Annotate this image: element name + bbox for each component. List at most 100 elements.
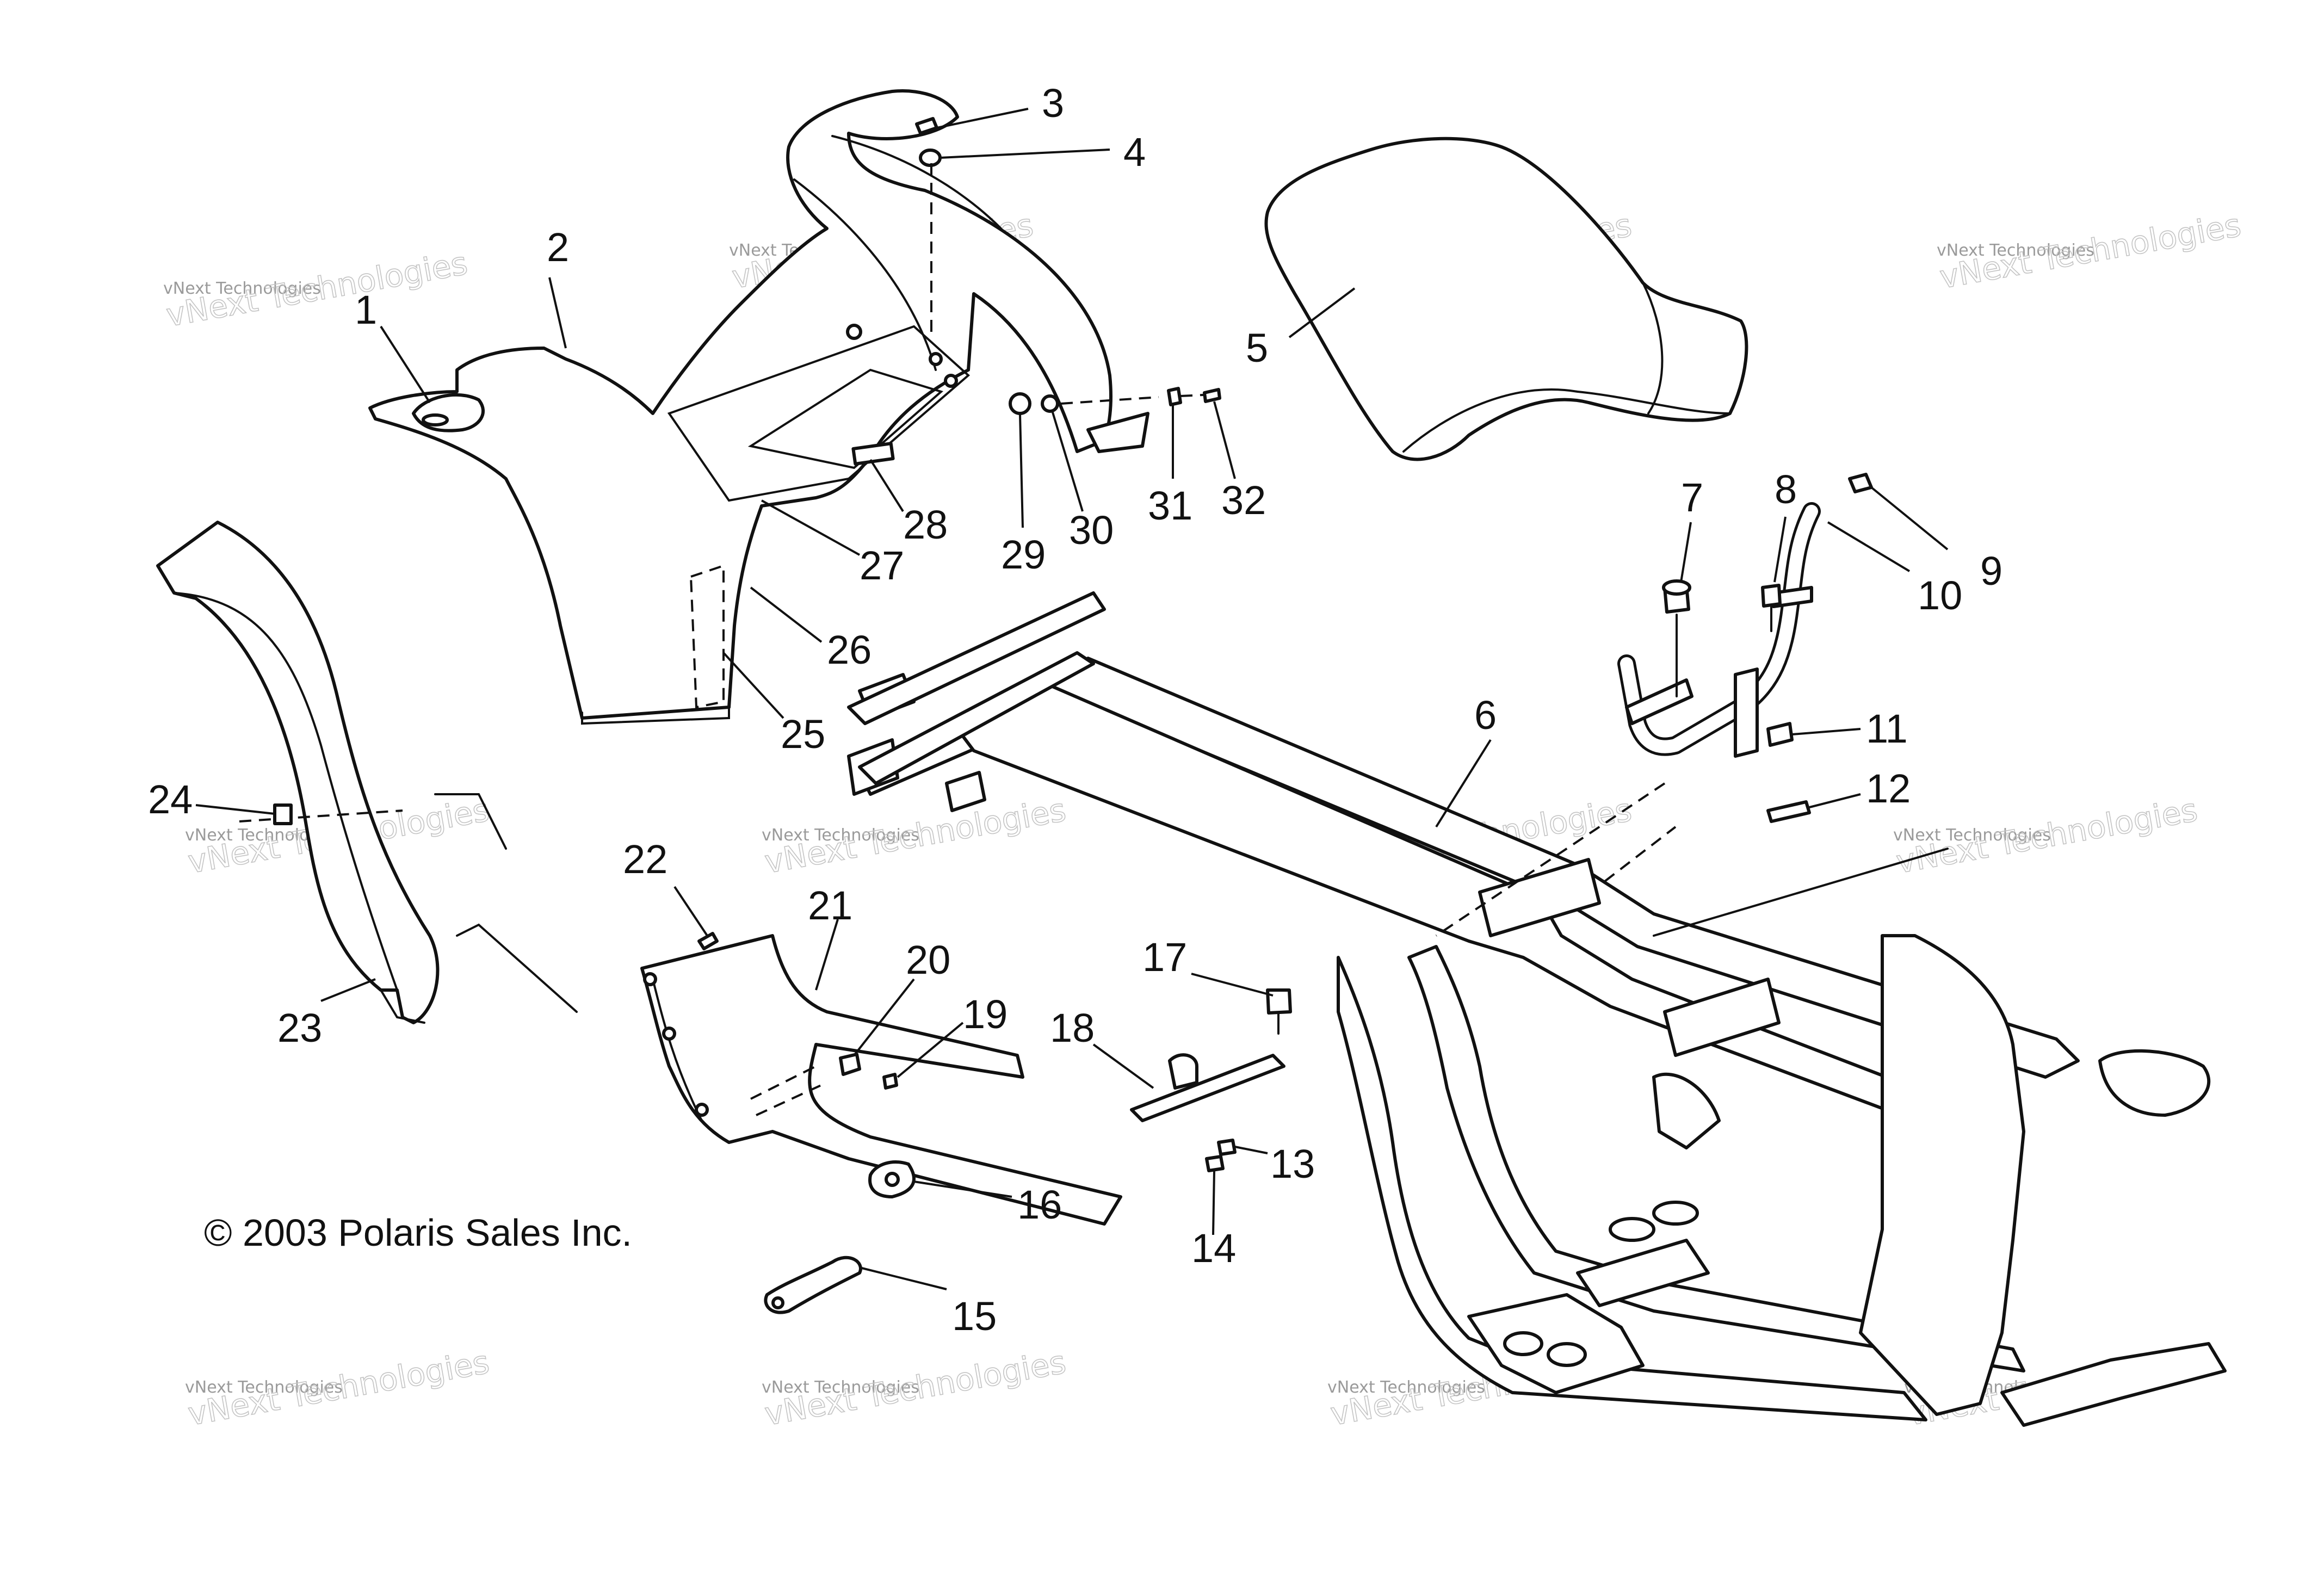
callout-8: 8: [1775, 467, 1797, 512]
leader-10: [1827, 521, 1911, 572]
footwell-fold: [652, 978, 703, 1122]
rack-hole: [846, 324, 862, 340]
leader-6: [1435, 739, 1492, 828]
panel-hole: [695, 1103, 709, 1117]
frame-cross-member: [1576, 1239, 1710, 1307]
nut-29: [1009, 392, 1031, 415]
leader-26: [750, 586, 823, 643]
leader-16: [913, 1180, 1012, 1198]
leader-14: [1212, 1170, 1215, 1235]
callout-26: 26: [827, 627, 872, 672]
screw-22: [697, 932, 719, 950]
leader-5: [1288, 287, 1356, 338]
leader-2: [548, 277, 567, 349]
leader-27: [761, 499, 860, 556]
frame-lower-rail: [1407, 945, 2025, 1372]
frame-front-plate: [1859, 934, 2025, 1416]
watermark: vNext Technologies vNext Technologies: [1937, 206, 2244, 296]
callout-4: 4: [1123, 129, 1146, 175]
fasteners-top: [915, 117, 1221, 415]
leader-23: [320, 978, 376, 1002]
leader-13: [1234, 1146, 1268, 1154]
watermark-large: vNext Technologies: [186, 1343, 492, 1432]
bolt-31: [1167, 387, 1182, 406]
bracket-hole: [771, 1296, 784, 1309]
callout-10: 10: [1918, 573, 1962, 618]
seat-5: [1264, 137, 1748, 461]
leader-18: [1092, 1043, 1154, 1089]
rack-label: [851, 442, 895, 466]
callout-24: 24: [148, 777, 193, 822]
callout-labels: 1 2 3 4 5 6 7 8 9 10 11 12 13 14 15 16 1…: [148, 81, 2002, 1339]
bolt-8: [1761, 584, 1782, 608]
watermark: vNext Technologies vNext Technologies: [163, 244, 471, 335]
pin-12: [1766, 800, 1811, 823]
bracket-hole: [885, 1172, 900, 1187]
tube-assembly-path: [1435, 782, 1666, 937]
rack-hole: [929, 352, 943, 366]
frame-centerline: [1604, 826, 1677, 882]
callout-7: 7: [1681, 475, 1703, 520]
callout-31: 31: [1148, 483, 1192, 528]
callout-9: 9: [1980, 548, 2002, 593]
watermark-small: vNext Technologies: [163, 279, 321, 298]
frame-gusset: [1652, 1072, 1721, 1149]
footwell-21: [640, 934, 1122, 1226]
callout-17: 17: [1142, 935, 1187, 980]
tube-assembly: [1435, 473, 1873, 937]
watermark-large: vNext Technologies: [1894, 791, 2201, 880]
clip-24: [273, 803, 293, 825]
fender-panel-outline: [689, 564, 725, 709]
watermark-small: vNext Technologies: [762, 826, 919, 845]
footrest-hole: [1503, 1331, 1543, 1356]
callout-5: 5: [1246, 325, 1268, 370]
seat-edge: [1402, 388, 1731, 453]
callout-22: 22: [623, 837, 667, 882]
plug-7-cap: [1662, 579, 1691, 596]
leader-lines: [195, 108, 1949, 1290]
washer-4: [919, 149, 942, 167]
callout-6: 6: [1474, 693, 1497, 738]
seat-edge: [1642, 282, 1664, 415]
frame-plate-hole: [1652, 1201, 1699, 1226]
watermark-large: vNext Technologies: [762, 1343, 1069, 1432]
washer-32: [1203, 388, 1221, 403]
footwell-panel: [640, 932, 1122, 1314]
callout-20: 20: [906, 937, 950, 982]
leader-12: [1809, 793, 1861, 808]
callout-2: 2: [547, 225, 569, 270]
frame-footrest: [1467, 1293, 1645, 1394]
footwell-grip: [750, 1065, 817, 1100]
watermark-small: vNext Technologies: [762, 1378, 919, 1397]
bracket-15: [764, 1256, 862, 1314]
callout-14: 14: [1191, 1226, 1236, 1271]
flare-end: [380, 989, 425, 1024]
leader-4: [940, 149, 1110, 159]
watermark-small: vNext Technologies: [1327, 1378, 1485, 1397]
frame-6: [847, 591, 2227, 1427]
callout-11: 11: [1866, 706, 1908, 751]
rear-fender-assembly: [368, 89, 1149, 725]
fender-flare: [156, 521, 578, 1024]
screw-19: [882, 1073, 898, 1090]
panel-hole: [643, 972, 657, 986]
bracket-18-boss: [1168, 1053, 1198, 1090]
watermark-small: vNext Technologies: [185, 1378, 343, 1397]
fender-inner-edge: [793, 178, 937, 371]
footwell-grip: [756, 1081, 827, 1116]
callout-16: 16: [1017, 1182, 1062, 1227]
nut-13: [1217, 1139, 1237, 1156]
watermark: vNext Technologies vNext Technologies: [1893, 791, 2201, 881]
frame-cross-member: [1478, 858, 1601, 937]
leader-17: [1191, 973, 1274, 997]
fender-flap: [581, 706, 730, 725]
watermark-small: vNext Technologies: [1893, 826, 2051, 845]
watermark: vNext Technologies vNext Technologies: [762, 791, 1069, 881]
footrest-hole: [1547, 1342, 1587, 1367]
frame-rear-crossbar: [858, 651, 1095, 785]
watermark: vNext Technologies vNext Technologies: [185, 1343, 492, 1433]
seat: [1264, 137, 1748, 461]
nut-11: [1766, 722, 1794, 747]
leader-3: [936, 108, 1029, 129]
mount-bracket: [1130, 988, 1292, 1172]
